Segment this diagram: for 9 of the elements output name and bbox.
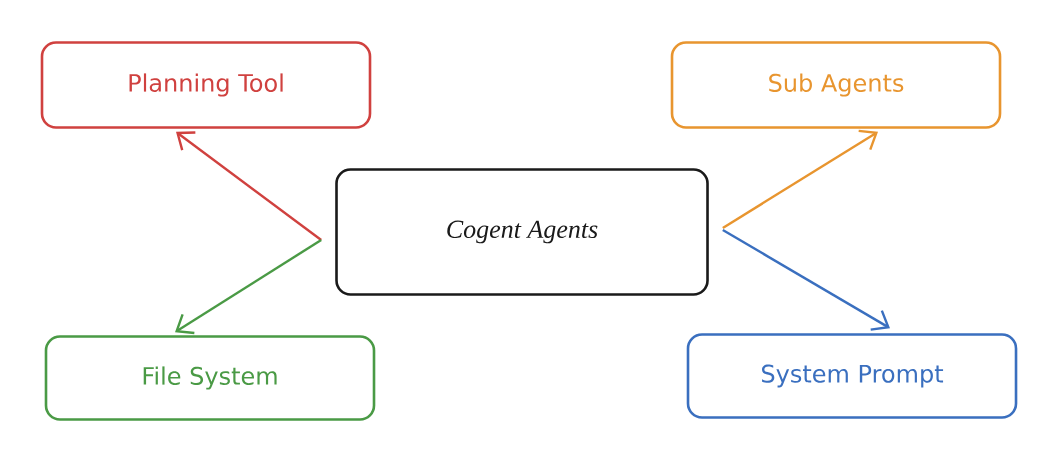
- arrow: [176, 131, 322, 241]
- process-box: Sub Agents: [670, 41, 1002, 129]
- arrow: [722, 129, 878, 229]
- arrow: [722, 228, 890, 331]
- process-box: System Prompt: [686, 333, 1018, 419]
- process-box: Planning Tool: [40, 41, 372, 129]
- arrow: [175, 239, 322, 335]
- central-box: Cogent Agents: [335, 168, 709, 296]
- process-box: File System: [44, 335, 376, 421]
